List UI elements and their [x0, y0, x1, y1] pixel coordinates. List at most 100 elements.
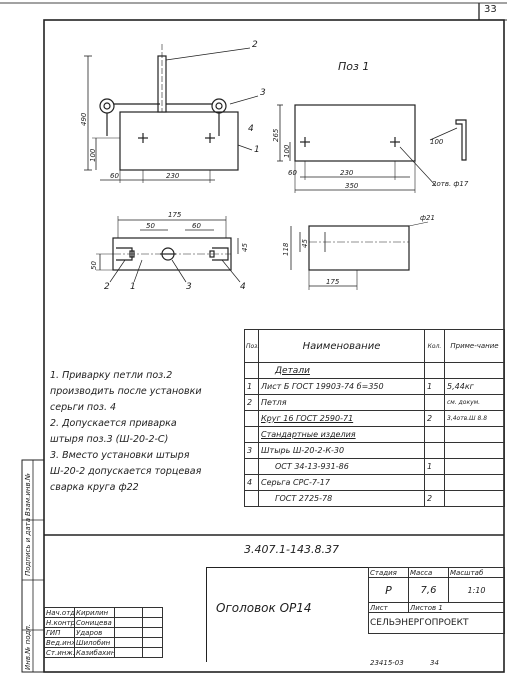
dim-right-45: 45	[301, 239, 309, 248]
table-row: 1 Лист Б ГОСТ 19903-74 б=350 1 5,44кг	[244, 378, 505, 395]
side-label-inv: Инв.№ подл.	[24, 623, 32, 670]
col-stage: Стадия	[368, 567, 409, 578]
sig-role: Нач.отд.	[44, 607, 75, 618]
dim-top-50: 50	[146, 222, 155, 230]
dim-pos-height: 265	[272, 128, 280, 142]
part-name: Оголовок ОР14	[216, 601, 312, 615]
org-name: СЕЛЬЭНЕРГОПРОЕКТ	[368, 612, 505, 634]
spec-qty: 1	[424, 458, 445, 475]
spec-note	[444, 474, 505, 491]
spec-qty	[424, 362, 445, 379]
callout: 1	[254, 145, 260, 155]
doc-code: 3.407.1-143.8.37	[244, 543, 339, 556]
stage-value: Р	[368, 577, 409, 603]
spec-pos	[244, 362, 259, 379]
dim-left-50: 50	[90, 261, 98, 270]
pos1-view	[277, 104, 467, 193]
table-row: Вед.инж.Шилобин	[44, 637, 163, 648]
spec-note	[444, 442, 505, 459]
note-line: штыря поз.3 (Ш-20-2-С)	[50, 434, 169, 445]
spec-name: ГОСТ 2725-78	[258, 490, 425, 507]
callout: 3	[260, 88, 266, 98]
spec-qty	[424, 426, 445, 443]
spec-pos	[244, 458, 259, 475]
dim-holes: 2отв. ф17	[432, 180, 469, 188]
sig-role: Вед.инж.	[44, 637, 75, 648]
spec-pos	[244, 410, 259, 427]
col-scale: Масштаб	[448, 567, 505, 578]
spec-note	[444, 426, 505, 443]
callout: 3	[186, 282, 192, 292]
spec-name: Серьга СРС-7-17	[258, 474, 425, 491]
spec-qty	[424, 442, 445, 459]
table-row: ГОСТ 2725-78 2	[244, 490, 505, 507]
spec-name: Лист Б ГОСТ 19903-74 б=350	[258, 378, 425, 395]
table-row: Ст.инж.Казибахин	[44, 647, 163, 658]
spec-header-row: Поз. Наименование Кол. Приме-чание	[244, 329, 505, 363]
note-line: сварка круга ф22	[50, 482, 139, 493]
sig-name: Ударов	[74, 627, 115, 638]
spec-note	[444, 362, 505, 379]
table-row: ОСТ 34-13-931-86 1	[244, 458, 505, 475]
sig-name: Казибахин	[74, 647, 115, 658]
dim-front-top: 100	[89, 148, 97, 162]
spec-pos	[244, 426, 259, 443]
sig-sign	[114, 627, 143, 638]
spec-qty: 2	[424, 490, 445, 507]
spec-note	[444, 458, 505, 475]
sig-role: ГИП	[44, 627, 75, 638]
table-row: Н.контр.Соницева	[44, 617, 163, 628]
dim-pos-top: 100	[283, 144, 291, 158]
spec-qty: 2	[424, 410, 445, 427]
spec-note: см. докум.	[444, 394, 505, 411]
note-line: серьги поз. 4	[50, 402, 117, 413]
spec-pos: 4	[244, 474, 259, 491]
col-mass: Масса	[408, 567, 449, 578]
spec-header-name: Наименование	[258, 329, 425, 363]
dim-front-width: 230	[166, 172, 180, 180]
spec-name: Круг 16 ГОСТ 2590-71	[258, 410, 425, 427]
spec-note	[444, 490, 505, 507]
note-line: производить после установки	[50, 386, 202, 397]
table-row: 2 Петля см. докум.	[244, 394, 505, 411]
spec-note: 3,4отв.Ш 8.8	[444, 410, 505, 427]
side-label-replace: Взам.инв.№	[24, 472, 32, 516]
table-row: Нач.отд.Кирилин	[44, 607, 163, 618]
side-label-sign: Подпись и дата	[24, 518, 32, 576]
callout: 1	[130, 282, 136, 292]
table-row: Р 7,6 1:10	[368, 577, 505, 603]
sheet-number: 33	[484, 4, 497, 15]
callout: 4	[248, 124, 254, 134]
table-row: Стандартные изделия	[244, 426, 505, 443]
pos-label: Поз 1	[338, 60, 370, 73]
dim-right-118: 118	[282, 242, 290, 256]
sig-name: Соницева	[74, 617, 115, 628]
dim-pos-width: 350	[345, 182, 359, 190]
spec-name: Детали	[258, 362, 425, 379]
spec-pos	[244, 490, 259, 507]
spec-note: 5,44кг	[444, 378, 505, 395]
dim-front-height: 490	[80, 112, 88, 126]
callout: 2	[252, 40, 258, 50]
spec-qty	[424, 474, 445, 491]
dim-pos-inner: 230	[340, 169, 354, 177]
sheet-label: Лист	[368, 602, 409, 613]
spec-name: ОСТ 34-13-931-86	[258, 458, 425, 475]
detail-view	[290, 221, 429, 290]
sig-role: Н.контр.	[44, 617, 75, 628]
table-row: 3 Штырь Ш-20-2-К-30	[244, 442, 505, 459]
sig-name: Кирилин	[74, 607, 115, 618]
dim-front-left: 60	[110, 172, 119, 180]
table-row: Круг 16 ГОСТ 2590-71 2 3,4отв.Ш 8.8	[244, 410, 505, 427]
callout: 4	[240, 282, 246, 292]
sig-sign	[114, 607, 143, 618]
table-row: СЕЛЬЭНЕРГОПРОЕКТ	[368, 612, 505, 634]
scale-value: 1:10	[448, 577, 505, 603]
stage-table: Стадия Масса Масштаб Р 7,6 1:10 Лист Лис…	[368, 567, 505, 634]
sheets-label: Листов 1	[408, 602, 505, 613]
spec-name: Петля	[258, 394, 425, 411]
sig-role: Ст.инж.	[44, 647, 75, 658]
top-view	[96, 216, 241, 283]
